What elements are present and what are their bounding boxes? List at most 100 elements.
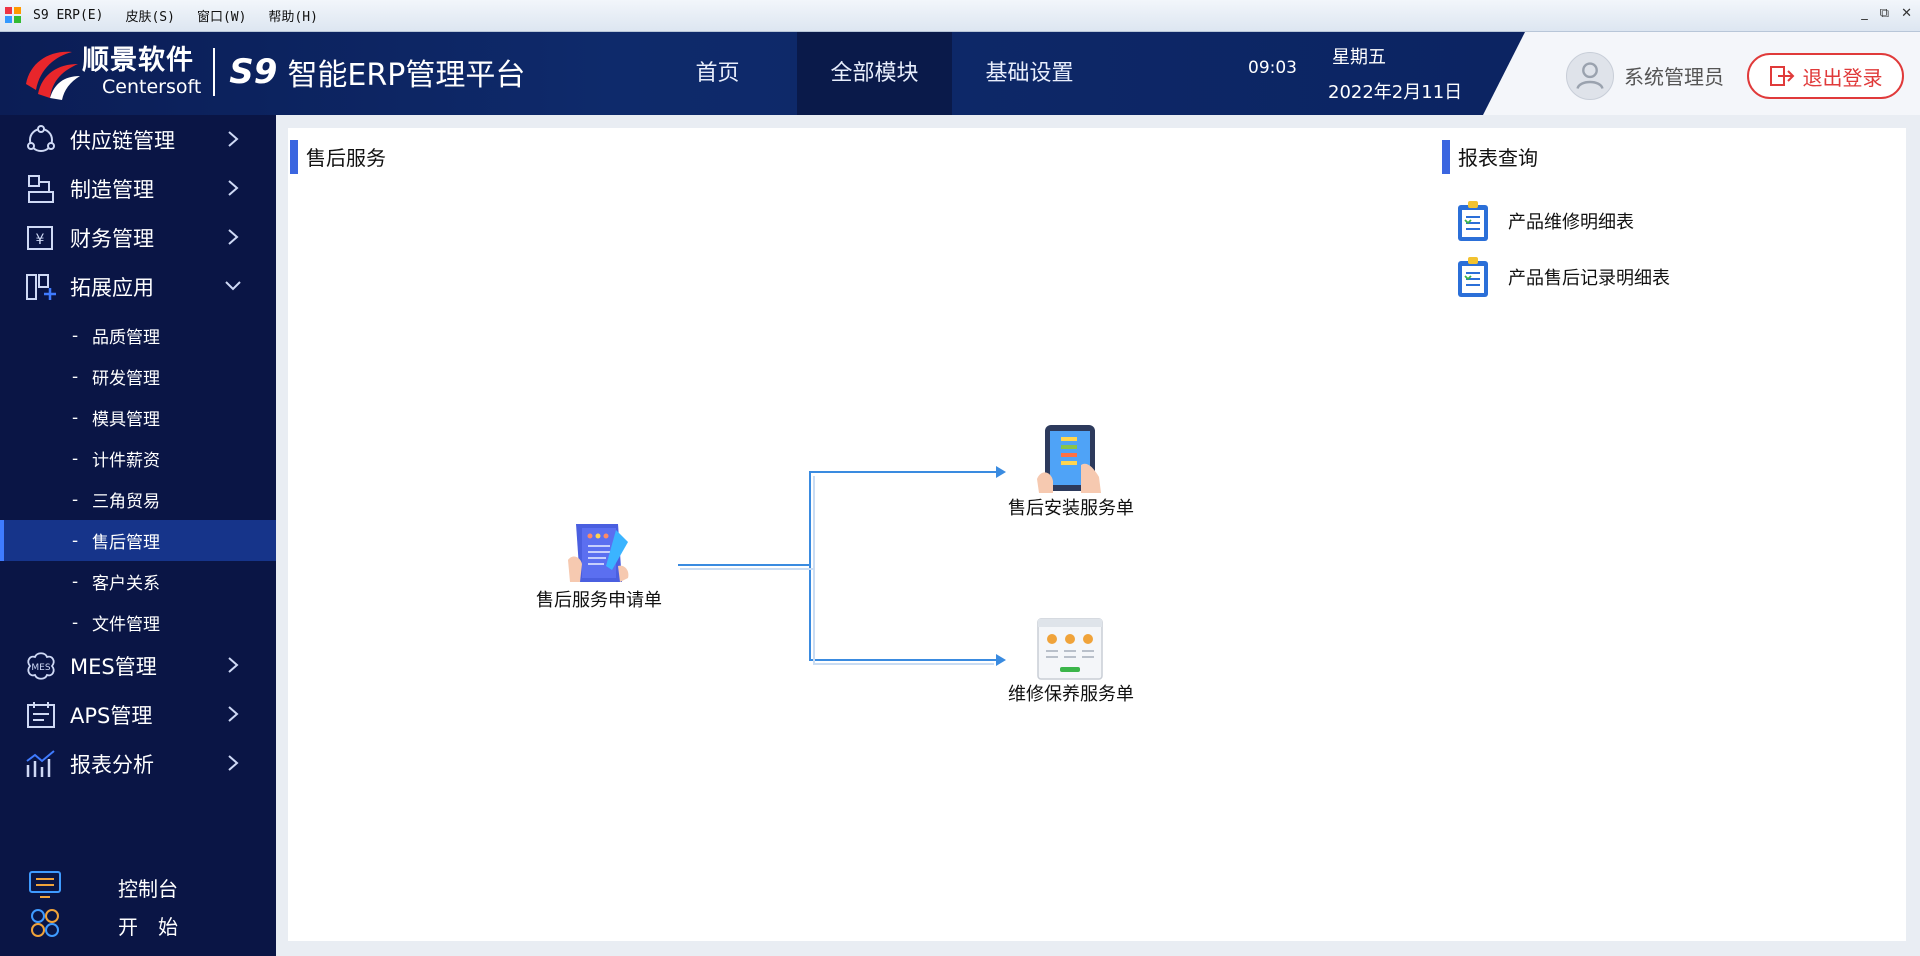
clipboard-report-icon (1458, 201, 1488, 241)
sidebar-item-mes[interactable]: MES MES管理 (0, 641, 276, 690)
chevron-right-icon (228, 180, 239, 196)
sidebar-sub-label: 计件薪资 (92, 451, 160, 471)
svg-text:MES: MES (31, 663, 50, 673)
sidebar-item-label: 拓展应用 (70, 275, 154, 300)
supply-chain-icon (27, 125, 55, 152)
report-label: 产品维修明细表 (1508, 212, 1634, 233)
section-title: 售后服务 (306, 146, 386, 170)
sidebar-item-label: MES管理 (70, 654, 157, 679)
sidebar-sub-label: 模具管理 (92, 410, 160, 430)
tab-all-modules[interactable]: 全部模块 (797, 32, 952, 115)
reports-title: 报表查询 (1458, 146, 1538, 170)
sidebar-item-label: 财务管理 (70, 226, 154, 251)
brand-logo: 顺景软件 Centersoft S9 智能ERP管理平台 (20, 44, 525, 100)
flow-connectors (678, 471, 996, 665)
start-label: 开 始 (118, 915, 178, 939)
aps-icon (27, 702, 55, 728)
platform-title: 智能ERP管理平台 (287, 58, 526, 93)
logout-icon (1769, 66, 1794, 86)
svg-text:¥: ¥ (36, 232, 45, 248)
window-controls: _ ⧉ ✕ (1861, 6, 1912, 21)
sidebar-item-label: 报表分析 (70, 752, 154, 777)
sidebar: 供应链管理 制造管理 ¥ 财务管理 (0, 115, 276, 956)
restore-button[interactable]: ⧉ (1879, 6, 1890, 21)
report-link-after-sales-record[interactable]: 产品售后记录明细表 (1456, 256, 1670, 298)
logout-label: 退出登录 (1802, 65, 1883, 90)
start-button[interactable]: 开 始 (0, 905, 276, 941)
sidebar-item-piecework[interactable]: - 计件薪资 (0, 438, 276, 479)
sidebar-sub-label: 客户关系 (92, 574, 160, 594)
sidebar-item-supply-chain[interactable]: 供应链管理 (0, 115, 276, 164)
console-icon (29, 871, 61, 898)
user-icon (1576, 62, 1604, 90)
date-label: 2022年2月11日 (1328, 82, 1463, 103)
maintenance-sheet-icon[interactable] (1037, 618, 1103, 680)
service-request-form-icon[interactable] (568, 524, 629, 582)
report-link-repair-detail[interactable]: 产品维修明细表 (1456, 200, 1634, 242)
brand-text: 顺景软件 Centersoft (82, 45, 202, 99)
clock-time: 09:03 (1248, 58, 1297, 78)
sidebar-sub-label: 品质管理 (92, 328, 160, 348)
chevron-right-icon (228, 706, 239, 722)
start-icon (31, 909, 59, 937)
clipboard-report-icon (1458, 257, 1488, 297)
logo-divider (213, 48, 216, 96)
chevron-down-icon (225, 281, 241, 291)
chevron-right-icon (228, 755, 239, 771)
report-analysis-icon (26, 750, 55, 777)
sidebar-item-quality[interactable]: - 品质管理 (0, 315, 276, 356)
sidebar-item-label: 制造管理 (70, 177, 154, 202)
manufacturing-icon (28, 175, 54, 203)
install-service-tablet-icon[interactable] (1037, 425, 1101, 493)
logout-button[interactable]: 退出登录 (1747, 53, 1904, 99)
sidebar-item-crm[interactable]: - 客户关系 (0, 561, 276, 602)
window-menu-bar: S9 ERP(E) 皮肤(S) 窗口(W) 帮助(H) _ ⧉ ✕ (0, 0, 1920, 32)
sidebar-sub-label: 文件管理 (92, 615, 160, 635)
sidebar-item-label: 供应链管理 (70, 128, 175, 153)
avatar[interactable] (1566, 52, 1614, 100)
tab-home[interactable]: 首页 (695, 61, 740, 86)
sidebar-item-manufacturing[interactable]: 制造管理 (0, 164, 276, 213)
sidebar-item-documents[interactable]: - 文件管理 (0, 602, 276, 643)
node-service-request[interactable]: 售后服务申请单 (536, 590, 662, 611)
chevron-right-icon (228, 657, 239, 673)
console-button[interactable]: 控制台 (0, 867, 276, 903)
flow-diagram (568, 425, 1103, 680)
console-label: 控制台 (118, 877, 178, 901)
sidebar-item-report-analysis[interactable]: 报表分析 (0, 739, 276, 788)
finance-icon: ¥ (27, 226, 53, 250)
sidebar-item-extension[interactable]: 拓展应用 (0, 262, 276, 311)
chevron-right-icon (228, 229, 239, 245)
arrowhead-icon (996, 466, 1006, 478)
header-background (0, 32, 1525, 115)
chevron-right-icon (228, 131, 239, 147)
brand-name-en: Centersoft (102, 76, 202, 98)
report-label: 产品售后记录明细表 (1508, 268, 1670, 289)
flow-line-to-repair (809, 565, 996, 661)
main-content: 售后服务 报表查询 (288, 128, 1906, 941)
sidebar-item-label: APS管理 (70, 703, 153, 728)
brand-name-cn: 顺景软件 (82, 45, 194, 76)
menu-skin[interactable]: 皮肤(S) (125, 10, 175, 25)
tab-base-settings[interactable]: 基础设置 (985, 61, 1074, 86)
arrowhead-icon (996, 654, 1006, 666)
sidebar-item-triangle-trade[interactable]: - 三角贸易 (0, 479, 276, 520)
node-maintenance-service[interactable]: 维修保养服务单 (1008, 684, 1134, 705)
node-install-service[interactable]: 售后安装服务单 (1008, 498, 1134, 519)
minimize-button[interactable]: _ (1861, 6, 1868, 21)
sidebar-item-mold[interactable]: - 模具管理 (0, 397, 276, 438)
sidebar-item-aps[interactable]: APS管理 (0, 690, 276, 739)
menu-help[interactable]: 帮助(H) (268, 10, 318, 25)
menu-window[interactable]: 窗口(W) (196, 10, 247, 25)
flow-line-to-install (809, 471, 996, 565)
menu-erp[interactable]: S9 ERP(E) (33, 8, 104, 23)
app-icon (5, 6, 23, 25)
sidebar-item-rnd[interactable]: - 研发管理 (0, 356, 276, 397)
sidebar-item-finance[interactable]: ¥ 财务管理 (0, 213, 276, 262)
sidebar-item-after-sales[interactable]: - 售后管理 (0, 520, 276, 561)
mes-icon: MES (27, 652, 55, 680)
section-accent-bar (290, 140, 298, 174)
username-label[interactable]: 系统管理员 (1624, 65, 1724, 89)
close-button[interactable]: ✕ (1901, 6, 1912, 21)
